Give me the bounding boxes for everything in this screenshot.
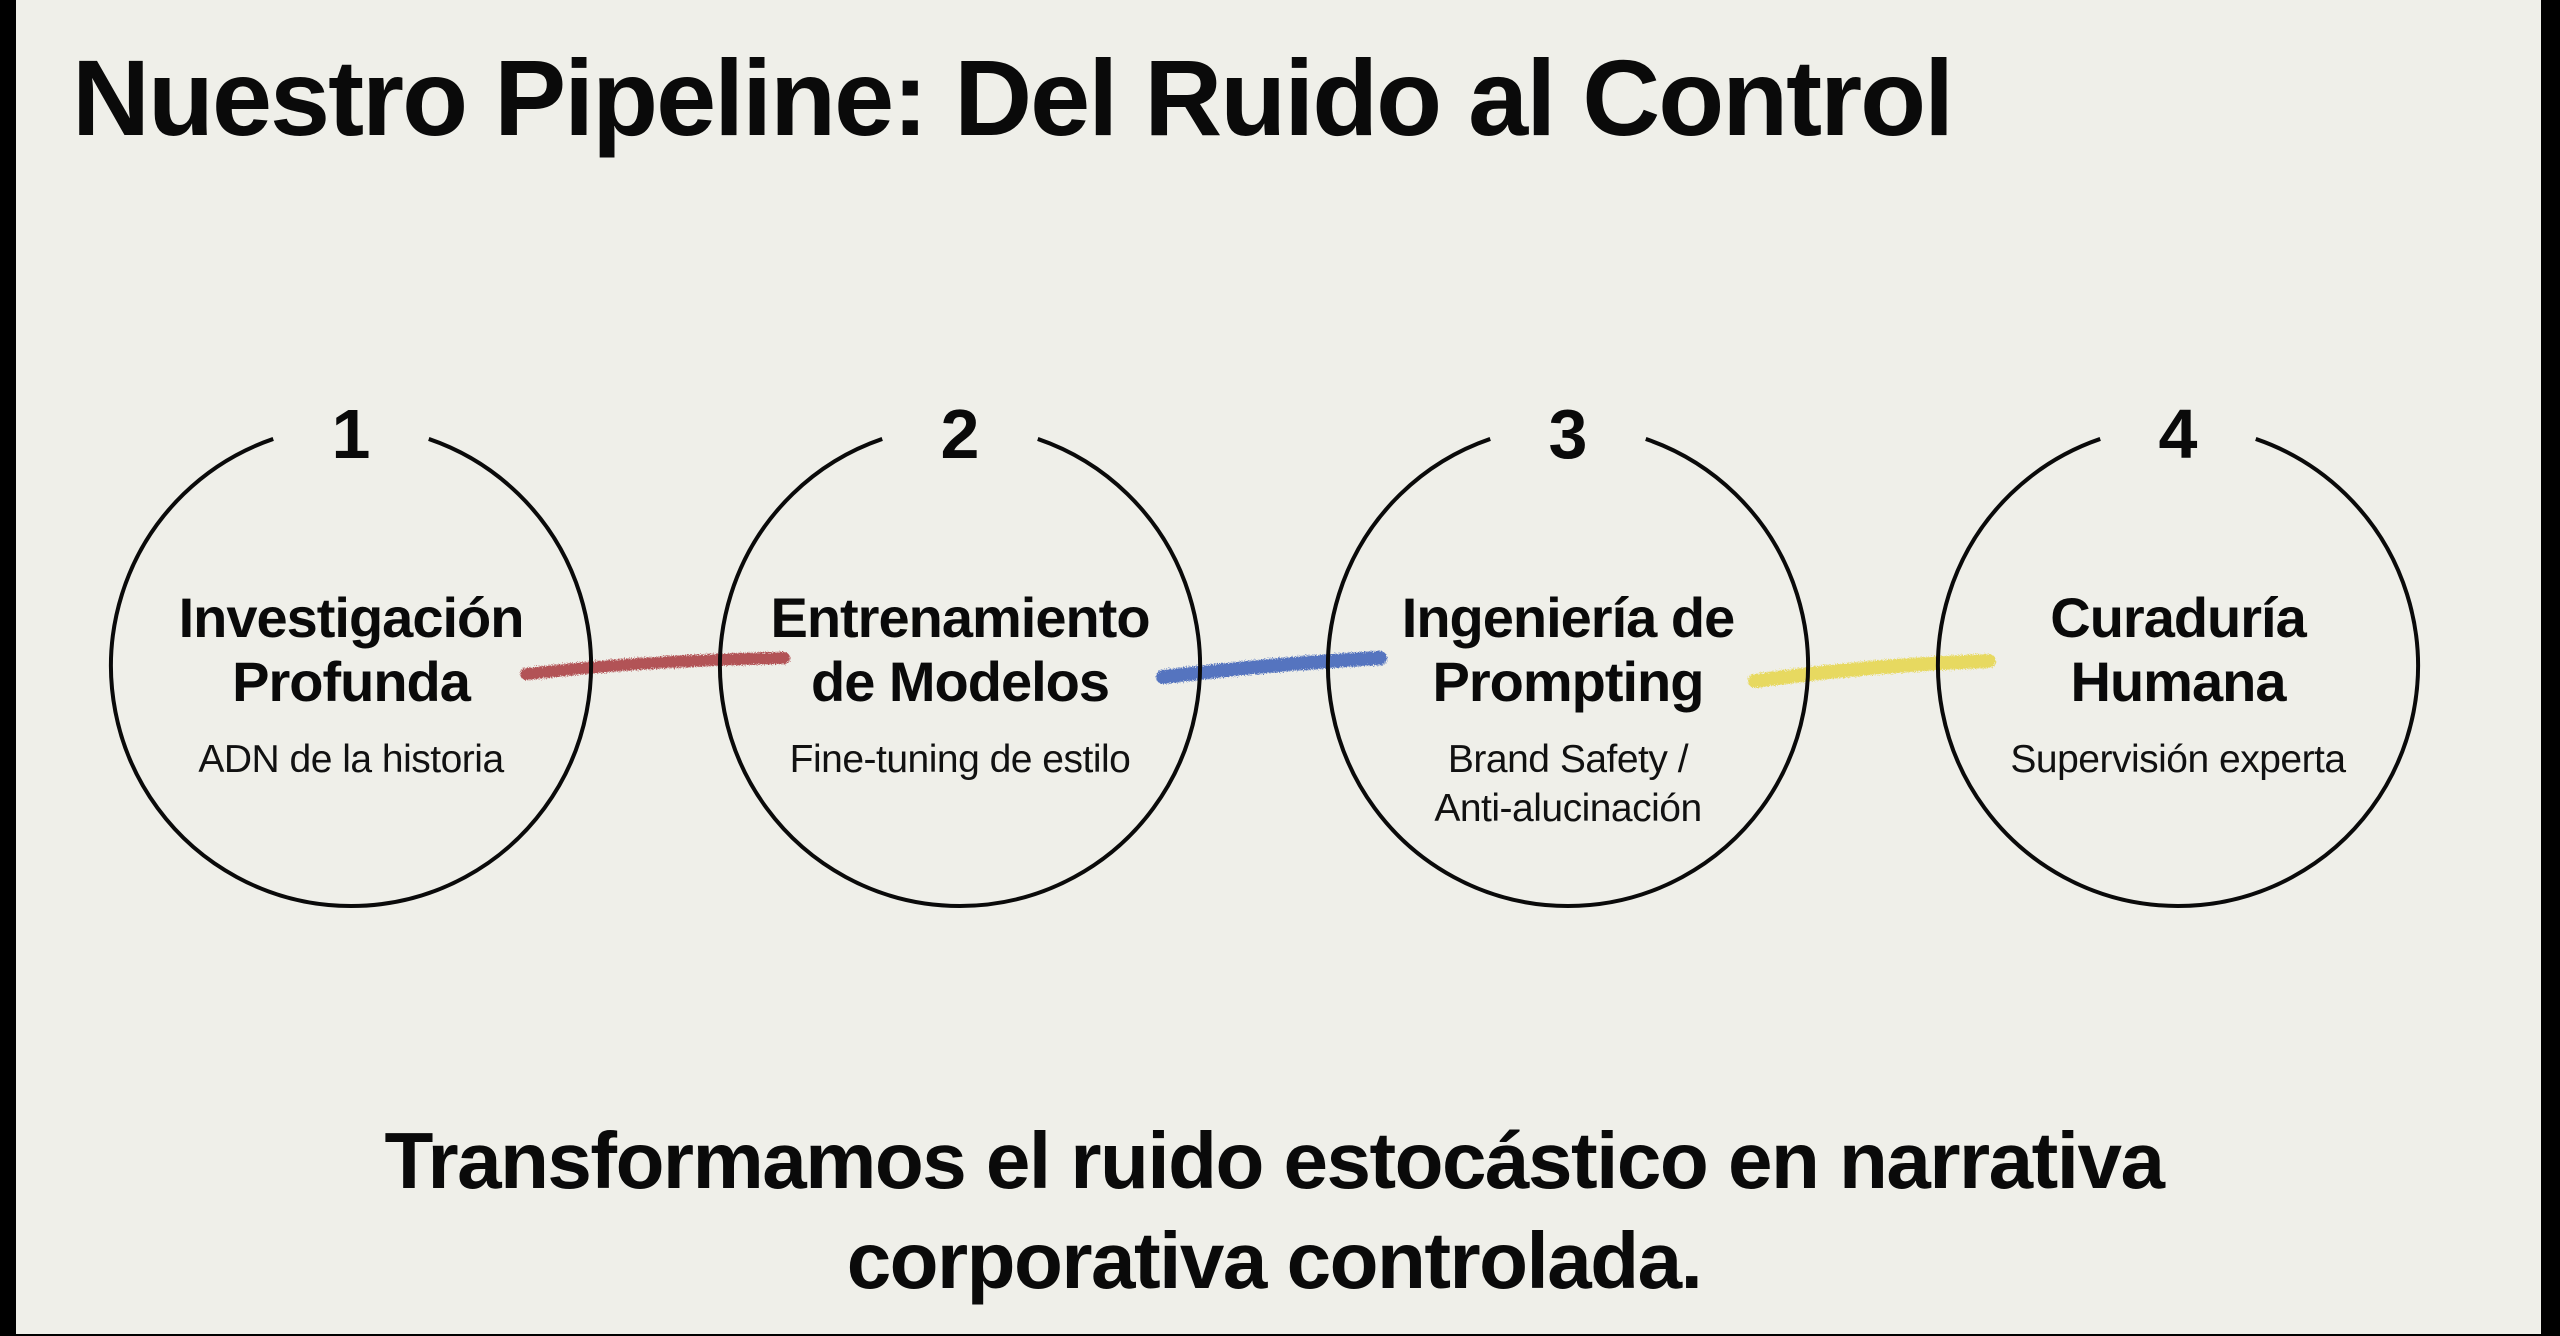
connector-blue <box>1156 651 1387 684</box>
step-title-line: Prompting <box>1433 650 1704 713</box>
step-circle <box>1936 437 2420 908</box>
step-circle <box>109 437 593 908</box>
step-circle <box>718 437 1202 908</box>
step-title-line: Profunda <box>232 650 472 713</box>
step-subtitle-line: Supervisión experta <box>2010 738 2346 781</box>
step-number: 4 <box>2159 395 2198 473</box>
step-number: 3 <box>1549 395 1588 473</box>
footer-line-2: corporativa controlada. <box>847 1216 1702 1305</box>
step-title-line: Humana <box>2071 650 2288 713</box>
step-title-line: de Modelos <box>811 650 1109 713</box>
connector-red <box>520 652 790 680</box>
slide-title: Nuestro Pipeline: Del Ruido al Control <box>72 37 1952 158</box>
step-subtitle-line: Fine-tuning de estilo <box>790 738 1131 781</box>
step-subtitle-line: Anti-alucinación <box>1434 787 1701 830</box>
step-subtitle-line: Brand Safety / <box>1448 738 1689 781</box>
footer-line-1: Transformamos el ruido estocástico en na… <box>384 1116 2165 1205</box>
step-number: 2 <box>941 395 980 473</box>
step-title-line: Entrenamiento <box>770 586 1149 649</box>
step-title-line: Investigación <box>179 586 524 649</box>
step-title-line: Curaduría <box>2050 586 2307 649</box>
connector-yellow <box>1748 654 1996 688</box>
step-circle <box>1326 437 1810 908</box>
step-subtitle-line: ADN de la historia <box>198 738 504 781</box>
step-title-line: Ingeniería de <box>1402 586 1734 649</box>
step-number: 1 <box>332 395 371 473</box>
